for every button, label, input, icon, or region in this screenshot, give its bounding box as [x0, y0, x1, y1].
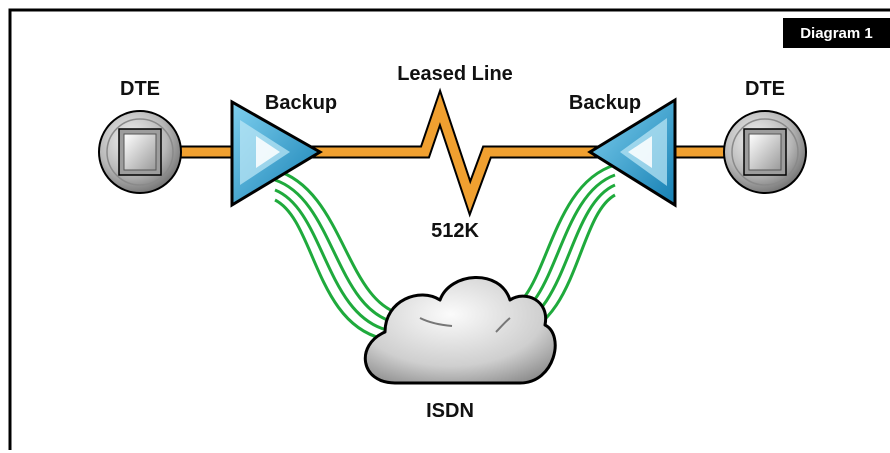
dte-left-label: DTE [120, 78, 160, 100]
diagram-badge: Diagram 1 [783, 18, 890, 48]
diagram-frame [8, 8, 890, 450]
isdn-cloud-icon [363, 276, 557, 385]
backup-left-label: Backup [264, 92, 338, 114]
leased-line-label: Leased Line [397, 63, 513, 85]
dte-left-icon [98, 110, 182, 194]
backup-left-icon [230, 99, 323, 208]
isdn-links-left [274, 168, 406, 341]
backup-right-label: Backup [568, 92, 642, 114]
dte-right-icon [723, 110, 807, 194]
isdn-label: ISDN [426, 400, 474, 422]
leased-line [150, 87, 745, 218]
backup-right-icon [587, 97, 677, 208]
dte-right-label: DTE [745, 78, 785, 100]
speed-label: 512K [431, 220, 479, 242]
